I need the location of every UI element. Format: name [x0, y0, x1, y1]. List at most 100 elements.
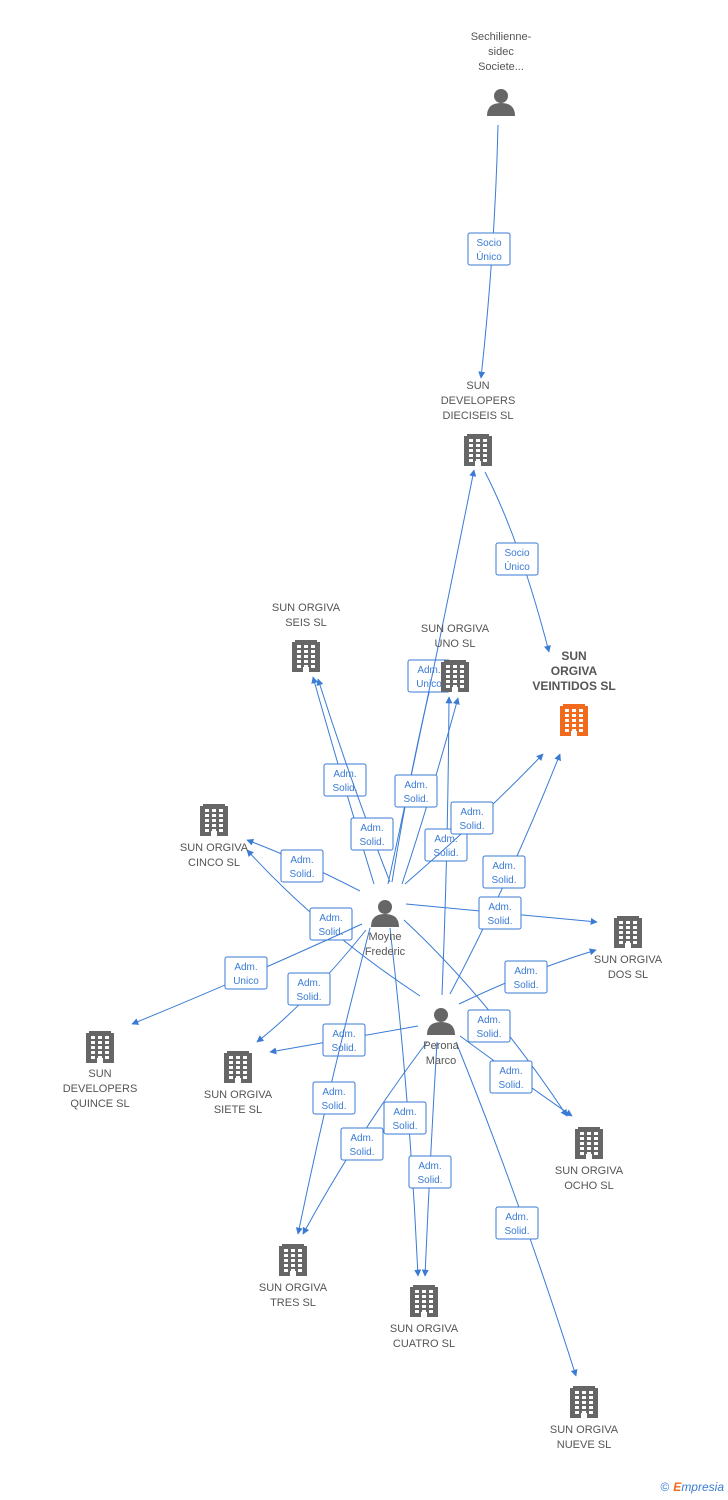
copyright-icon: ©	[660, 1480, 670, 1494]
edge-label-box	[350, 817, 394, 851]
edge-label-text: Solid.	[476, 1029, 501, 1040]
node-label: NUEVE SL	[557, 1439, 611, 1451]
edge-label[interactable]: Adm.Solid.	[322, 1023, 366, 1057]
edge-label-box	[489, 1060, 533, 1094]
edge-label-text: Solid.	[498, 1080, 523, 1091]
node-label: DEVELOPERS	[63, 1083, 138, 1095]
node-label: sidec	[488, 46, 514, 58]
node-label: SUN	[466, 380, 489, 392]
person-icon	[371, 900, 399, 927]
edge-moyne-to-siete: Adm.Solid.	[256, 929, 367, 1043]
edge-label[interactable]: Adm.Solid.	[350, 817, 394, 851]
person-icon	[487, 89, 515, 116]
edge-label-text: Adm.	[297, 978, 320, 989]
edge-label[interactable]: Adm.Solid.	[287, 972, 331, 1006]
edge-label[interactable]: Adm.Solid.	[312, 1081, 356, 1115]
node-label: Sechilienne-	[471, 31, 532, 43]
edge-label-text: Solid.	[359, 837, 384, 848]
edge-label[interactable]: Adm.Solid.	[394, 774, 438, 808]
edge-moyne-to-uno: Adm. Solid.	[394, 697, 460, 885]
edge-label[interactable]: Adm. Solid.	[489, 1060, 533, 1094]
node-label: SUN ORGIVA	[390, 1323, 459, 1335]
edge-label-text: Adm.	[333, 769, 356, 780]
edge-perona-to-dos: Adm.Solid.	[458, 948, 597, 1005]
edge-label[interactable]: Adm.Solid.	[482, 855, 526, 889]
edge-label[interactable]: Adm.Solid.	[495, 1206, 539, 1240]
edge-label-box	[340, 1127, 384, 1161]
edge-label-box	[478, 896, 522, 930]
edge-label-box	[322, 1023, 366, 1057]
edge-label-box	[224, 956, 268, 990]
edge-label-text: Adm.	[418, 1161, 441, 1172]
edge-label[interactable]: Adm.Unico	[224, 956, 268, 990]
edge-label[interactable]: Adm.Solid.	[504, 960, 548, 994]
edge-label[interactable]: Adm.Solid.	[408, 1155, 452, 1189]
edge-label[interactable]: Adm.Solid.	[450, 801, 494, 835]
edge-label-text: Adm.	[417, 665, 440, 676]
edge-line	[295, 927, 371, 1235]
edges-layer: SocioÚnicoSocioÚnicoAdm.UnicoAdm.Solid.A…	[131, 124, 598, 1377]
node-sechilienne[interactable]: Sechilienne-sidecSociete...	[471, 31, 532, 116]
edge-label-text: Adm.	[477, 1015, 500, 1026]
edge-moyne-to-tres: Adm. Solid.	[295, 927, 371, 1235]
node-label: SEIS SL	[285, 617, 327, 629]
edge-label[interactable]: Adm.Solid.	[323, 763, 367, 797]
node-label: ORGIVA	[551, 664, 598, 678]
edge-label-text: Solid.	[487, 916, 512, 927]
edge-label-box	[383, 1101, 427, 1135]
edge-label-text: Adm.	[514, 966, 537, 977]
edge-perona-to-uno: Adm.Solid.	[424, 696, 468, 996]
edge-label[interactable]: Adm.Solid.	[340, 1127, 384, 1161]
edge-label[interactable]: Adm.Solid.	[424, 828, 468, 862]
edge-label-text: Solid.	[349, 1147, 374, 1158]
building-icon	[292, 640, 320, 672]
nodes-layer: Sechilienne-sidecSociete...SUNDEVELOPERS…	[63, 31, 663, 1451]
node-label: SUN	[561, 649, 586, 663]
edge-label-text: Adm.	[492, 861, 515, 872]
node-label: VEINTIDOS SL	[532, 679, 615, 693]
building-icon	[200, 804, 228, 836]
edge-label-text: Solid.	[403, 794, 428, 805]
node-label: SUN ORGIVA	[180, 842, 249, 854]
node-label: Societe...	[478, 61, 524, 73]
node-label: SUN ORGIVA	[204, 1089, 273, 1101]
edge-label-box	[495, 1206, 539, 1240]
edge-label-box	[312, 1081, 356, 1115]
node-cuatro[interactable]: SUN ORGIVA CUATRO SL	[390, 1285, 459, 1350]
node-label: DIECISEIS SL	[443, 410, 514, 422]
node-label: Moyne	[368, 931, 401, 943]
edge-label[interactable]: Adm. Solid.	[467, 1009, 511, 1043]
edge-label-text: Solid.	[321, 1101, 346, 1112]
edge-label[interactable]: Adm.Solid.	[383, 1101, 427, 1135]
building-icon	[86, 1031, 114, 1063]
edge-label-text: Adm.	[434, 834, 457, 845]
node-label: Marco	[426, 1055, 457, 1067]
node-label: UNO SL	[435, 638, 476, 650]
edge-label-text: Adm.	[499, 1066, 522, 1077]
building-icon	[560, 704, 588, 736]
node-label: DOS SL	[608, 969, 648, 981]
edge-label[interactable]: Adm.Solid.	[280, 849, 324, 883]
edge-label[interactable]: Adm.Solid.	[309, 907, 353, 941]
building-icon	[464, 434, 492, 466]
edge-line	[403, 919, 568, 1117]
edge-label[interactable]: Adm.Solid.	[478, 896, 522, 930]
node-label: CUATRO SL	[393, 1338, 455, 1350]
